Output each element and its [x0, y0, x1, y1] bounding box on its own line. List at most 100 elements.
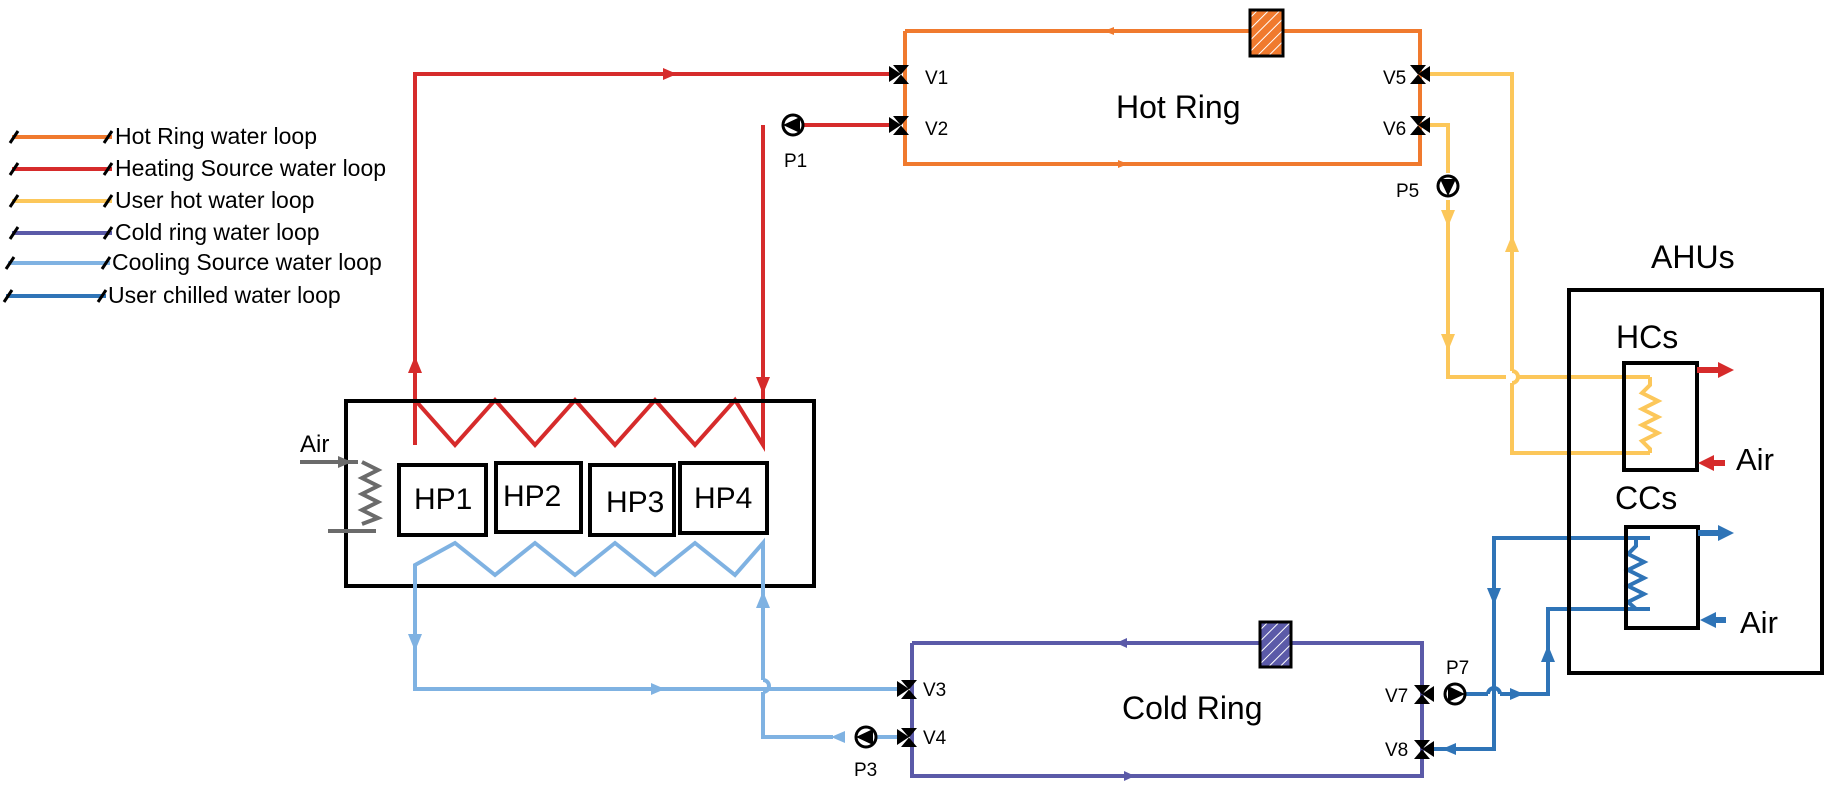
hp-label: HP3 [606, 486, 664, 519]
valve-label: V7 [1385, 686, 1408, 707]
valve-v7: V7 [1385, 685, 1434, 707]
legend-item-cooling-source: Cooling Source water loop [4, 249, 382, 275]
legend-item-heating-source: Heating Source water loop [8, 155, 386, 181]
three-way-valve-icon [901, 680, 917, 699]
hp1-box: HP1 [397, 463, 488, 537]
flow-arrow-icon [408, 634, 422, 651]
legend-label: Heating Source water loop [115, 155, 386, 181]
storage-tank-icon [1248, 8, 1285, 58]
flow-arrow-icon [1505, 235, 1519, 252]
valve-v3: V3 [897, 680, 946, 701]
legend-item-user-hot: User hot water loop [8, 187, 314, 213]
heat-pump-unit: HP1 HP2 HP3 HP4 Air [300, 399, 816, 588]
flow-arrow-icon [831, 731, 845, 743]
valve-label: V3 [923, 680, 946, 701]
heat-pump-enclosure [344, 399, 816, 588]
ahu-title: AHUs [1651, 239, 1735, 275]
pump-p7: P7 [1443, 658, 1469, 706]
pump-label: P7 [1446, 658, 1469, 679]
valves: V1 V2 V5 V6 V3 V4 V7 [889, 65, 1434, 761]
user-chilled-loop [1430, 536, 1650, 755]
condenser-coil [413, 383, 765, 452]
pump-label: P1 [784, 151, 807, 172]
flow-arrow-icon [1442, 743, 1456, 755]
user-hot-loop [1430, 72, 1663, 455]
flow-arrow-icon [1124, 771, 1135, 781]
legend-item-hot-ring: Hot Ring water loop [8, 123, 317, 149]
valve-label: V4 [923, 728, 947, 749]
hp-label: HP4 [694, 482, 752, 515]
three-way-valve-icon [1410, 65, 1426, 84]
valve-v4: V4 [897, 728, 947, 749]
hcs-label: HCs [1616, 319, 1678, 355]
valve-label: V2 [925, 119, 948, 140]
storage-tank-icon [1258, 620, 1293, 669]
three-way-valve-icon [1414, 685, 1430, 704]
flow-arrow-icon [1441, 210, 1455, 227]
cooling-source-loop [408, 537, 898, 743]
cold-ring-loop: Cold Ring [910, 620, 1424, 781]
air-inlet-arrow-icon [1700, 612, 1716, 628]
air-coil: Air [300, 431, 383, 533]
coil-icon [1637, 377, 1663, 453]
heating-coil-box: HCs Air [1616, 319, 1774, 477]
hp2-box: HP2 [494, 461, 583, 534]
air-outlet-arrow-icon [1718, 362, 1734, 378]
pump-p1: P1 [781, 113, 807, 172]
coil-icon [1623, 538, 1649, 611]
valve-v1: V1 [889, 65, 948, 89]
flow-arrow-icon [756, 591, 770, 608]
ccs-air-label: Air [1740, 605, 1778, 640]
air-label: Air [300, 431, 329, 458]
legend-item-user-chilled: User chilled water loop [2, 282, 341, 308]
flow-arrow-icon [651, 683, 665, 695]
three-way-valve-icon [893, 116, 909, 135]
legend-label: User chilled water loop [108, 282, 341, 308]
valve-v2: V2 [889, 116, 948, 140]
hp3-box: HP3 [588, 463, 676, 537]
valve-label: V5 [1383, 68, 1406, 89]
three-way-valve-icon [901, 728, 917, 747]
three-way-valve-icon [1410, 116, 1426, 135]
legend-label: User hot water loop [115, 187, 314, 213]
hot-ring-loop: Hot Ring [903, 8, 1422, 168]
valve-label: V1 [925, 68, 948, 89]
valve-label: V6 [1383, 119, 1406, 140]
flow-arrow-icon [1510, 688, 1524, 700]
legend-label: Cold ring water loop [115, 219, 320, 245]
heating-source-loop [408, 68, 895, 452]
flow-arrow-icon [408, 356, 422, 373]
evaporator-coil [413, 537, 765, 578]
legend: Hot Ring water loop Heating Source water… [2, 123, 386, 308]
cold-ring-title: Cold Ring [1122, 690, 1263, 726]
air-inlet-arrow-icon [338, 456, 352, 468]
legend-label: Cooling Source water loop [112, 249, 382, 275]
valve-v8: V8 [1385, 740, 1434, 761]
pump-p3: P3 [854, 725, 878, 781]
flow-arrow-icon [663, 68, 677, 80]
legend-item-cold-ring: Cold ring water loop [8, 219, 320, 245]
valve-v6: V6 [1383, 116, 1430, 140]
coil-icon [357, 460, 383, 526]
hot-ring-title: Hot Ring [1116, 89, 1241, 125]
ccs-label: CCs [1615, 480, 1677, 516]
flow-arrow-icon [1487, 588, 1501, 605]
ahu-enclosure: AHUs HCs Air CCs Air [1567, 239, 1824, 675]
legend-label: Hot Ring water loop [115, 123, 317, 149]
air-outlet-arrow-icon [1718, 525, 1734, 541]
valve-v5: V5 [1383, 65, 1430, 89]
hp-label: HP1 [414, 483, 472, 516]
pumps: P1 P3 P5 P7 [781, 113, 1469, 781]
cooling-coil-box: CCs Air [1615, 480, 1778, 640]
three-way-valve-icon [893, 65, 909, 84]
air-inlet-arrow-icon [1698, 455, 1714, 471]
hp4-box: HP4 [678, 461, 769, 535]
hcs-air-label: Air [1736, 442, 1774, 477]
valve-label: V8 [1385, 740, 1408, 761]
flow-arrow-icon [1541, 645, 1555, 662]
pump-label: P3 [854, 760, 877, 781]
flow-arrow-icon [1118, 160, 1128, 168]
flow-arrow-icon [1104, 27, 1114, 35]
flow-arrow-icon [1116, 638, 1127, 648]
